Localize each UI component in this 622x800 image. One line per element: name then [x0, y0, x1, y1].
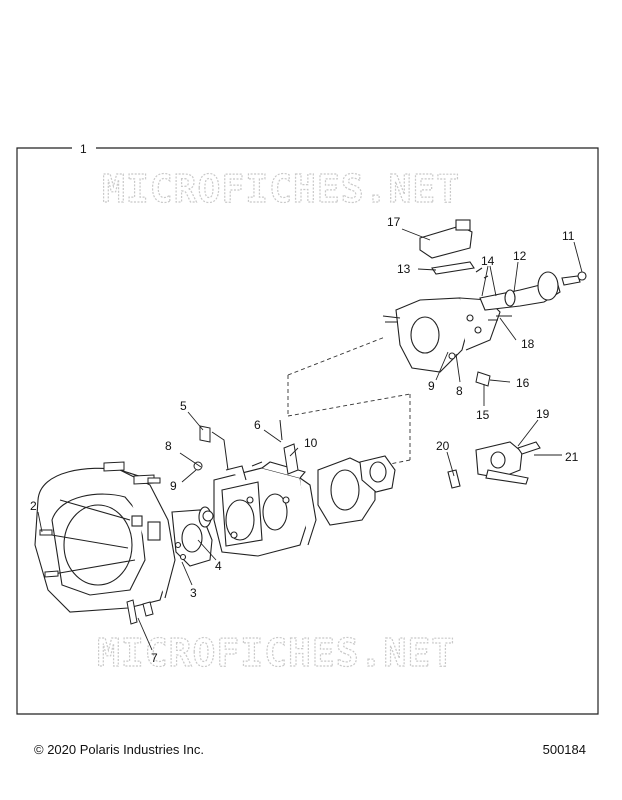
callout-9-left: 9: [170, 479, 177, 493]
callout-8-right: 8: [456, 384, 463, 398]
callout-19: 19: [536, 407, 550, 421]
shift-cover: [419, 219, 489, 279]
callout-5: 5: [180, 399, 187, 413]
callout-9-right: 9: [428, 379, 435, 393]
rear-extension-housing: [382, 297, 501, 373]
callout-4: 4: [215, 559, 222, 573]
document-id: 500184: [542, 742, 586, 757]
front-cover-plate: [171, 506, 213, 567]
shifter-bracket: [447, 441, 541, 489]
assembly-guide-lines: [287, 336, 411, 467]
watermark-bottom: MICROFICHES.NET: [97, 631, 455, 675]
callout-12: 12: [513, 249, 527, 263]
callout-17: 17: [387, 215, 401, 229]
small-parts: [193, 315, 512, 522]
adapter-plate: [317, 455, 396, 526]
callout-10: 10: [304, 436, 318, 450]
callout-7: 7: [151, 651, 158, 665]
callout-8-left: 8: [165, 439, 172, 453]
callout-11: 11: [562, 229, 575, 243]
callout-2: 2: [30, 499, 37, 513]
copyright-text: © 2020 Polaris Industries Inc.: [34, 742, 204, 757]
callout-3: 3: [190, 586, 197, 600]
callout-14: 14: [481, 254, 495, 268]
callout-18: 18: [521, 337, 535, 351]
watermark-top: MICROFICHES.NET: [102, 167, 460, 211]
callout-13: 13: [397, 262, 411, 276]
bell-housing: [34, 467, 176, 613]
callout-1: 1: [80, 142, 87, 156]
callout-21: 21: [565, 450, 579, 464]
assembly-frame: [16, 147, 599, 715]
leader-lines: [37, 228, 583, 651]
bolts: [39, 461, 161, 625]
transmission-case: [213, 461, 317, 557]
callout-15: 15: [476, 408, 490, 422]
output-yoke: [479, 271, 587, 311]
callout-numbers: 2 3 4 5 6 7 8 8 9 9 10 11 12 13 14 15 16…: [30, 215, 579, 665]
callout-16: 16: [516, 376, 530, 390]
callout-6: 6: [254, 418, 261, 432]
callout-20: 20: [436, 439, 450, 453]
